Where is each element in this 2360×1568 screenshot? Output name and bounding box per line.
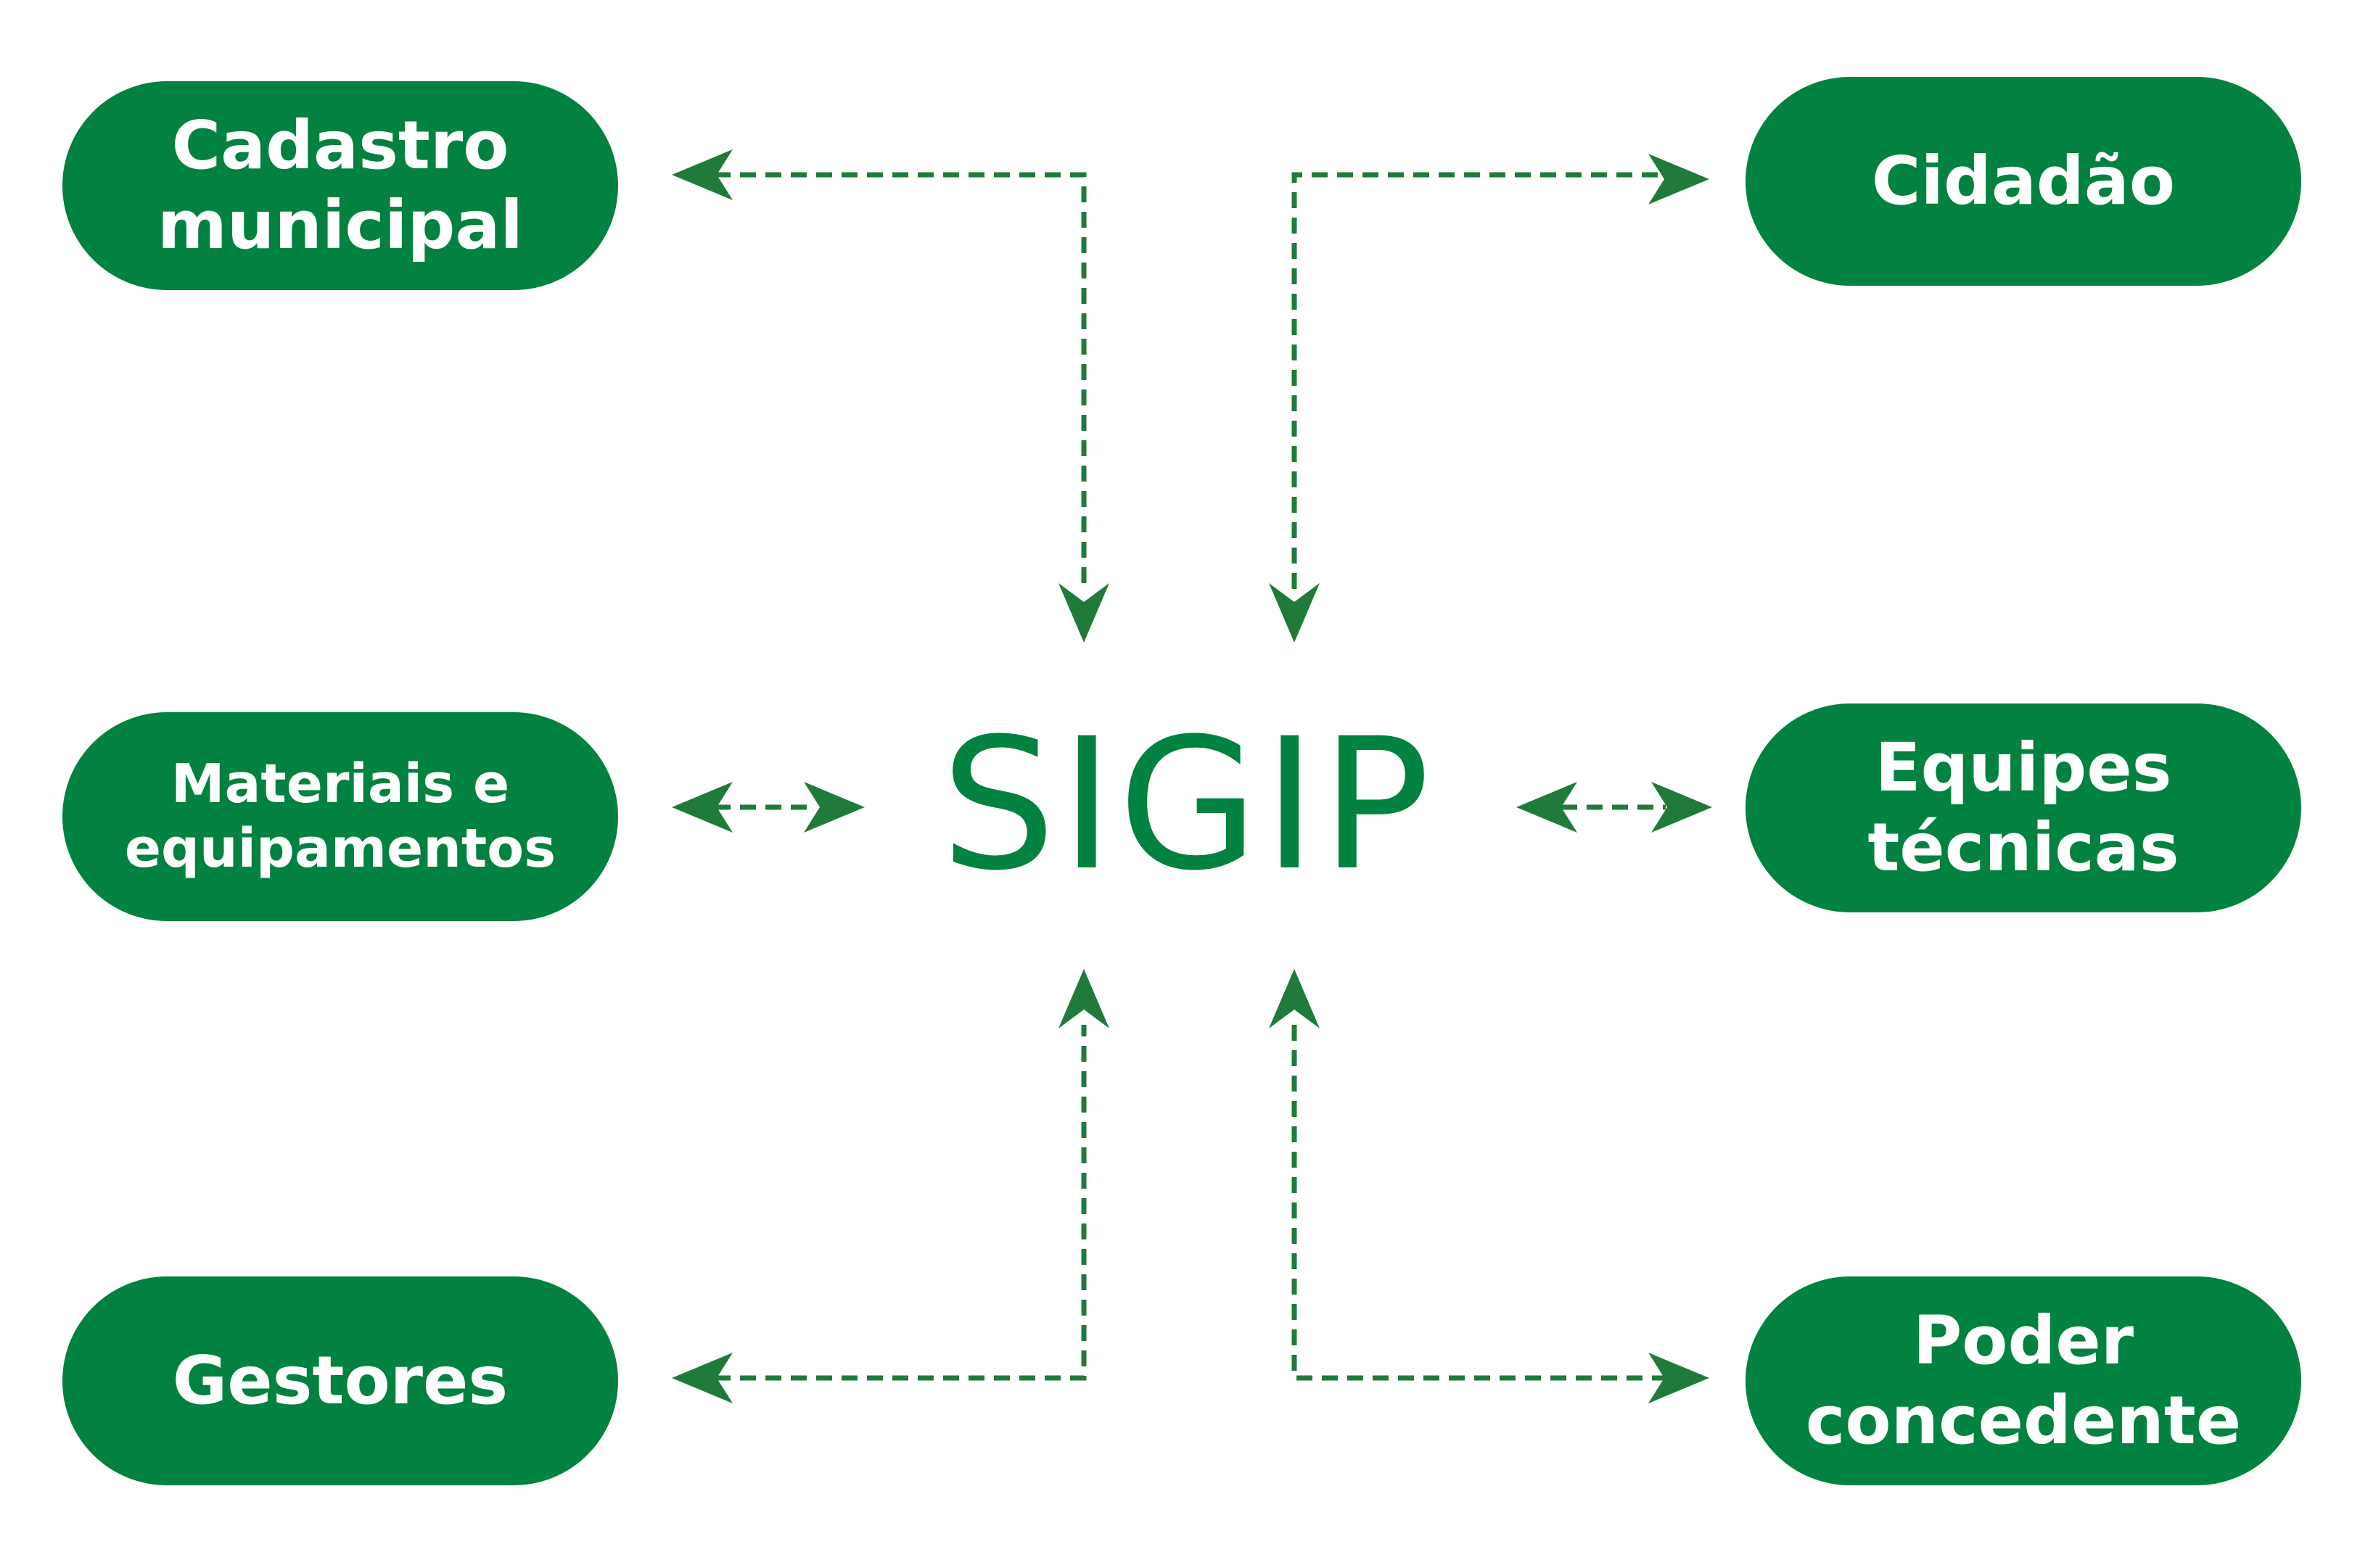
arrowhead-left-cadastro	[672, 149, 733, 200]
arrowhead-down-right	[1269, 583, 1320, 643]
node-label: Gestores	[172, 1341, 509, 1419]
arrowhead-right-equipes	[1651, 782, 1712, 833]
node-cidadao: Cidadão	[1746, 77, 2301, 286]
sigip-label: SIGIP	[940, 699, 1435, 910]
node-gestores: Gestores	[62, 1276, 618, 1485]
arrowhead-right-materiais	[804, 782, 865, 833]
node-label: Poder concedente	[1805, 1301, 2242, 1459]
node-label: Materiais e equipamentos	[124, 753, 556, 880]
arrowhead-left-gestores	[672, 1353, 733, 1403]
arrowhead-left-materiais	[672, 782, 733, 833]
connector-cadastro	[715, 172, 1087, 589]
connector-poder	[1291, 1025, 1666, 1381]
node-equipes-tecnicas: Equipes técnicas	[1746, 703, 2301, 912]
node-label: Cidadão	[1871, 141, 2176, 220]
arrowhead-right-poder	[1648, 1353, 1709, 1403]
node-poder-concedente: Poder concedente	[1746, 1276, 2301, 1485]
node-cadastro-municipal: Cadastro municipal	[62, 81, 618, 290]
node-label: Cadastro municipal	[157, 106, 523, 264]
arrowhead-down-left	[1058, 583, 1109, 643]
arrowhead-right-cidadao	[1648, 154, 1709, 205]
arrowhead-up-left	[1058, 969, 1109, 1028]
node-label: Equipes técnicas	[1867, 728, 2179, 886]
connector-cidadao	[1291, 172, 1666, 589]
arrowhead-left-equipes	[1516, 782, 1577, 833]
arrowhead-up-right	[1269, 969, 1320, 1028]
connector-gestores	[715, 1025, 1087, 1381]
sigip-logo: SIGIP	[941, 714, 1431, 896]
node-materiais-equipamentos: Materiais e equipamentos	[62, 712, 618, 921]
